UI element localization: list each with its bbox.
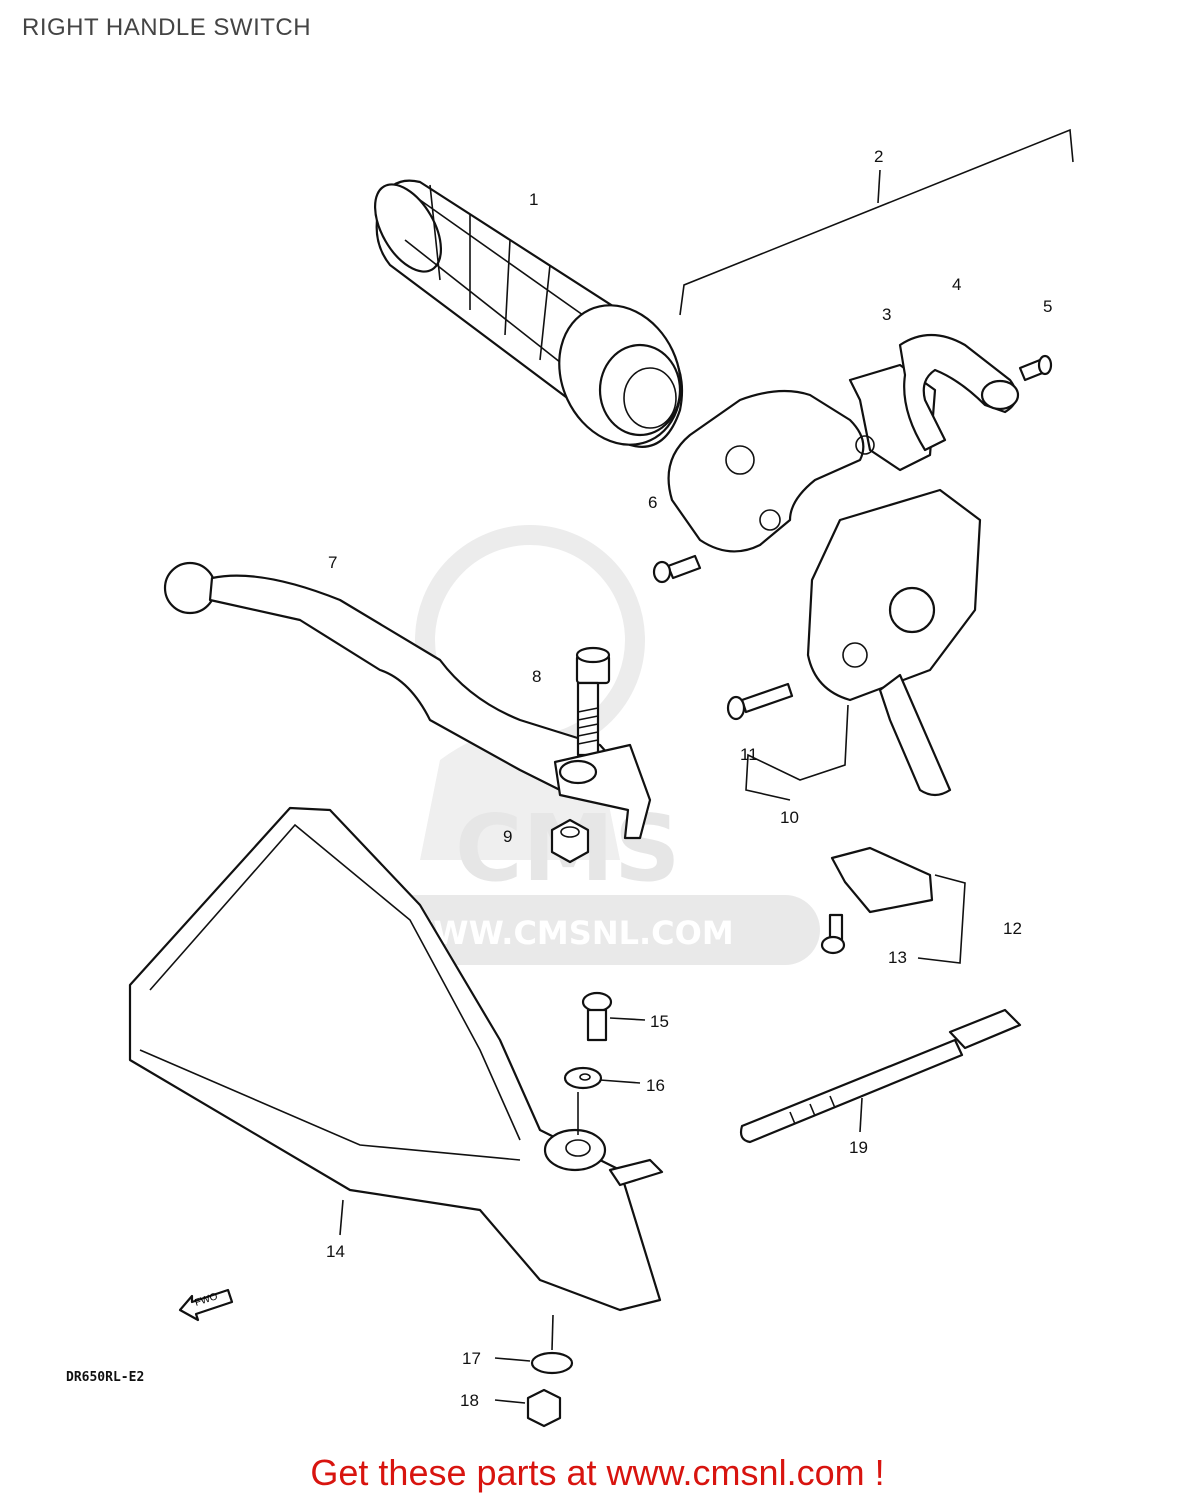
callout-9: 9	[503, 827, 512, 846]
part-15-screw	[581, 991, 646, 1042]
callout-5: 5	[1043, 297, 1052, 316]
callout-numbers: 1 2 3 4 5 6 7 8 9 10 11 12 13 14 15 16 1…	[326, 147, 1052, 1410]
callout-2: 2	[874, 147, 883, 166]
part-6-screw	[652, 554, 702, 584]
part-12-brake-switch	[830, 846, 966, 964]
part-10-switch-housing	[745, 488, 982, 801]
callout-15: 15	[650, 1012, 669, 1031]
callout-3: 3	[882, 305, 891, 324]
fwd-arrow: FWO	[178, 1288, 234, 1322]
callout-7: 7	[328, 553, 337, 572]
callout-1: 1	[529, 190, 538, 209]
part-9-nut	[550, 818, 590, 864]
callout-8: 8	[532, 667, 541, 686]
part-19-cable-tie	[739, 1008, 1022, 1144]
page-title: RIGHT HANDLE SWITCH	[22, 14, 312, 41]
callout-13: 13	[888, 948, 907, 967]
part-5-screw	[1018, 354, 1053, 382]
callout-14: 14	[326, 1242, 345, 1261]
watermark-url: WWW.CMSNL.COM	[398, 914, 734, 952]
callout-4: 4	[952, 275, 961, 294]
callout-16: 16	[646, 1076, 665, 1095]
parts-diagram: CMS WWW.CMSNL.COM	[128, 128, 1074, 1428]
callout-11: 11	[740, 745, 758, 764]
part-4-cable-guide	[898, 334, 1020, 452]
callout-6: 6	[648, 493, 657, 512]
part-18-nut	[494, 1388, 562, 1428]
footer-parts-link[interactable]: Get these parts at www.cmsnl.com !	[310, 1452, 885, 1493]
callout-10: 10	[780, 808, 799, 827]
part-17-washer	[494, 1314, 574, 1375]
part-11-screw	[726, 682, 794, 721]
callout-12: 12	[1003, 919, 1022, 938]
callout-17: 17	[462, 1349, 481, 1368]
part-2-bracket	[679, 128, 1074, 316]
part-13-screw	[820, 913, 846, 955]
part-14-handguard	[128, 806, 664, 1312]
part-16-washer	[563, 1066, 641, 1135]
lever-bracket	[553, 743, 652, 840]
part-7-brake-lever	[163, 561, 642, 792]
part-1-throttle-grip	[373, 179, 684, 448]
callout-19: 19	[849, 1138, 868, 1157]
callout-18: 18	[460, 1391, 479, 1410]
model-code-label: DR650RL-E2	[66, 1370, 145, 1385]
